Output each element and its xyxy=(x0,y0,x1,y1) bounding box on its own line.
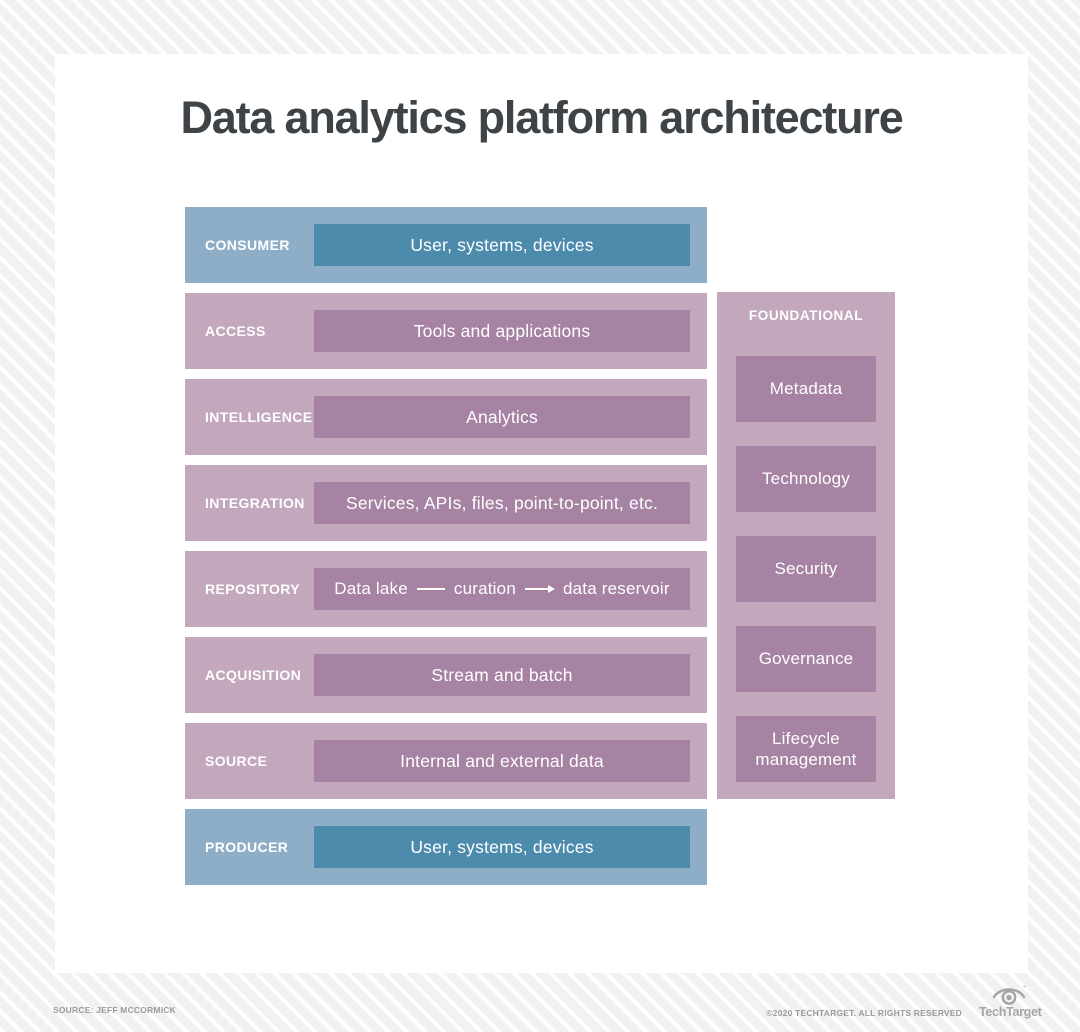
row-access: ACCESS Tools and applications xyxy=(185,293,707,369)
row-integration-value-box: Services, APIs, files, point-to-point, e… xyxy=(314,482,690,524)
techtarget-eye-icon xyxy=(992,985,1026,1005)
row-acquisition-label: ACQUISITION xyxy=(205,667,302,683)
row-integration-label: INTEGRATION xyxy=(205,495,305,511)
row-producer-value-box: User, systems, devices xyxy=(314,826,690,868)
copyright-notice: ©2020 TECHTARGET. ALL RIGHTS RESERVED xyxy=(766,1008,962,1018)
row-source-value-box: Internal and external data xyxy=(314,740,690,782)
row-source: SOURCE Internal and external data xyxy=(185,723,707,799)
row-acquisition-value: Stream and batch xyxy=(431,664,573,685)
foundational-item-metadata: Metadata xyxy=(736,356,876,422)
foundational-item-lifecycle: Lifecycle management xyxy=(736,716,876,782)
row-integration: INTEGRATION Services, APIs, files, point… xyxy=(185,465,707,541)
flow-arrow-icon xyxy=(524,584,555,593)
row-intelligence: INTELLIGENCE Analytics xyxy=(185,379,707,455)
repository-flow-right: data reservoir xyxy=(562,579,670,598)
row-integration-value: Services, APIs, files, point-to-point, e… xyxy=(345,492,659,513)
techtarget-logo: TechTarget xyxy=(979,984,1042,1019)
foundational-header: FOUNDATIONAL xyxy=(748,308,864,323)
row-consumer-value-box: User, systems, devices xyxy=(314,224,690,266)
foundational-item-security: Security xyxy=(736,536,876,602)
row-source-value: Internal and external data xyxy=(400,750,604,771)
foundational-column: FOUNDATIONAL Metadata Technology Securit… xyxy=(717,292,895,799)
source-credit: SOURCE: JEFF MCCORMICK xyxy=(53,1005,176,1015)
flow-line-connector xyxy=(416,588,445,590)
row-access-label: ACCESS xyxy=(205,323,266,339)
row-repository-value-box: Data lake curation data reservoir xyxy=(314,568,690,610)
row-consumer-value: User, systems, devices xyxy=(410,234,594,255)
row-repository-label: REPOSITORY xyxy=(205,581,301,597)
row-producer-value: User, systems, devices xyxy=(410,836,594,857)
row-acquisition-value-box: Stream and batch xyxy=(314,654,690,696)
row-acquisition: ACQUISITION Stream and batch xyxy=(185,637,707,713)
row-intelligence-label: INTELLIGENCE xyxy=(205,409,313,425)
page-title: Data analytics platform architecture xyxy=(180,92,903,143)
row-intelligence-value-box: Analytics xyxy=(314,396,690,438)
row-repository: REPOSITORY Data lake curation data reser… xyxy=(185,551,707,627)
foundational-item-technology: Technology xyxy=(736,446,876,512)
row-consumer: CONSUMER User, systems, devices xyxy=(185,207,707,283)
row-producer-label: PRODUCER xyxy=(205,839,289,855)
row-producer: PRODUCER User, systems, devices xyxy=(185,809,707,885)
repository-flow-mid: curation xyxy=(453,579,516,598)
row-source-label: SOURCE xyxy=(205,753,268,769)
repository-flow-left: Data lake xyxy=(334,579,408,598)
foundational-item-governance: Governance xyxy=(736,626,876,692)
row-access-value-box: Tools and applications xyxy=(314,310,690,352)
techtarget-wordmark: TechTarget xyxy=(979,1005,1042,1019)
row-consumer-label: CONSUMER xyxy=(205,237,290,253)
row-access-value: Tools and applications xyxy=(413,320,591,341)
row-intelligence-value: Analytics xyxy=(466,406,538,427)
